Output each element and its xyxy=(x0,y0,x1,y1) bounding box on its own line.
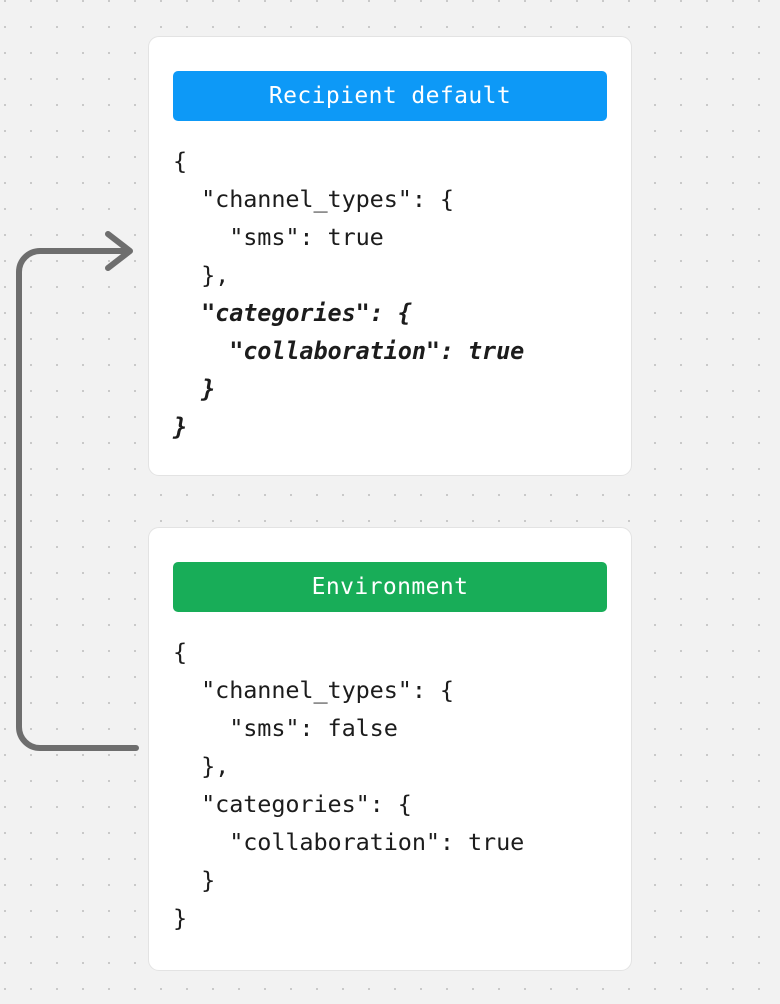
code-line: "sms": false xyxy=(173,714,398,742)
code-line: "categories": { xyxy=(173,790,412,818)
code-line: "channel_types": { xyxy=(173,676,454,704)
code-line: }, xyxy=(173,261,230,289)
code-line: "channel_types": { xyxy=(173,185,454,213)
code-line: "sms": true xyxy=(173,223,384,251)
code-line: "collaboration": true xyxy=(173,828,525,856)
code-line: }, xyxy=(173,752,230,780)
code-line: { xyxy=(173,638,188,666)
card-environment-code: { "channel_types": { "sms": false }, "ca… xyxy=(173,633,607,937)
code-line: } xyxy=(173,866,216,894)
card-recipient-default: Recipient default { "channel_types": { "… xyxy=(148,36,632,476)
card-recipient-default-body: Recipient default { "channel_types": { "… xyxy=(149,37,631,446)
card-recipient-default-header: Recipient default xyxy=(173,71,607,121)
code-line: { xyxy=(173,147,188,175)
card-environment: Environment { "channel_types": { "sms": … xyxy=(148,527,632,971)
card-recipient-default-code: { "channel_types": { "sms": true }, "cat… xyxy=(173,142,607,446)
code-line: "collaboration": true xyxy=(173,337,525,365)
card-environment-body: Environment { "channel_types": { "sms": … xyxy=(149,528,631,937)
code-line: } xyxy=(173,375,216,403)
code-line: "categories": { xyxy=(173,299,412,327)
code-line: } xyxy=(173,413,188,441)
card-environment-header: Environment xyxy=(173,562,607,612)
code-line: } xyxy=(173,904,188,932)
